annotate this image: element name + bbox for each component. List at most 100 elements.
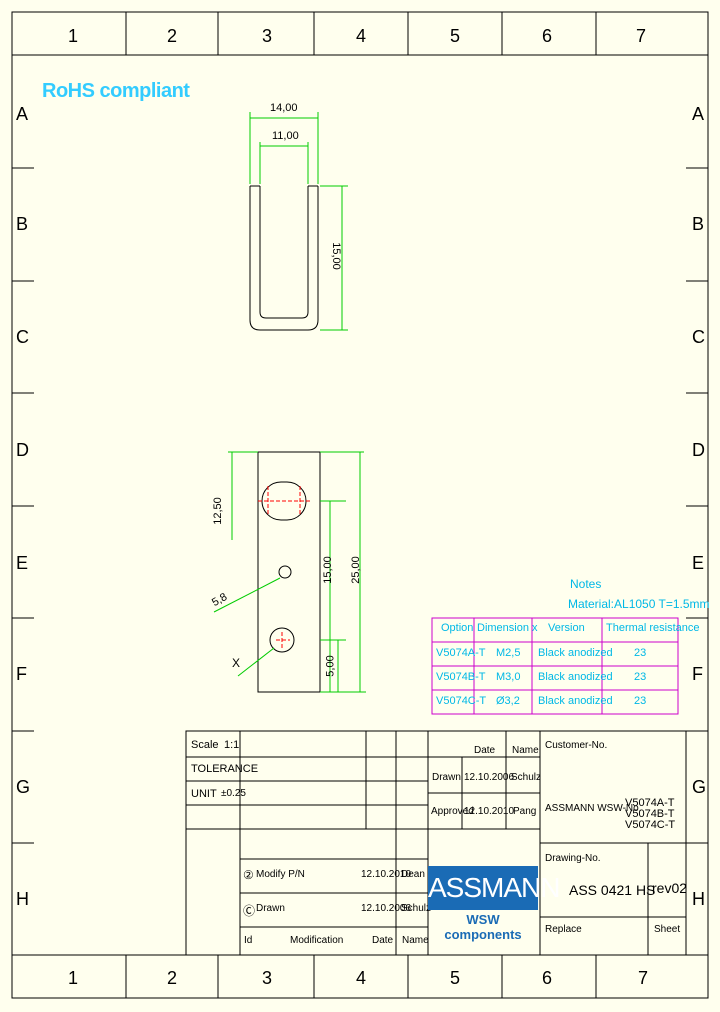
zone-row-left-c: C: [16, 327, 29, 347]
zone-row-right-g: G: [692, 777, 707, 797]
rev-row-2-text: Drawn: [256, 903, 285, 914]
option-row-1-dimension: M2,5: [496, 647, 521, 659]
dim-height: 15,00: [329, 242, 342, 270]
unit-label: UNIT: [191, 788, 217, 800]
customer-no-label: Customer-No.: [545, 740, 608, 751]
rev-row-2-date: 12.10.2006: [361, 903, 412, 914]
zone-col-top-5: 5: [450, 26, 461, 46]
front-view-part: [257, 451, 321, 693]
dim-bottom-offset: 5,00: [324, 655, 337, 677]
option-header-version: Version: [548, 622, 585, 634]
rev-header-modification: Modification: [290, 935, 344, 946]
zone-row-left-h: H: [16, 889, 29, 909]
option-row-1-version: Black anodized: [538, 647, 613, 659]
zone-row-right-e: E: [692, 553, 705, 573]
zone-col-top-1: 1: [68, 26, 79, 46]
zone-col-top-4: 4: [356, 26, 367, 46]
zone-row-right-c: C: [692, 327, 705, 347]
zone-row-right-a: A: [692, 104, 705, 124]
option-row-1-option: V5074A-T: [436, 647, 486, 659]
zone-col-bottom-7: 7: [638, 968, 649, 988]
replace-label: Replace: [545, 924, 582, 935]
assmann-no-label: ASSMANN WSW-No.: [545, 803, 642, 814]
assmann-logo: ASSMANN WSW components: [428, 866, 560, 942]
zone-col-top-7: 7: [636, 26, 647, 46]
option-row-2-thermal: 23: [634, 671, 647, 683]
approved-label: Approved: [431, 806, 474, 817]
approved-date: 12.10.2010: [464, 806, 515, 817]
option-row-1-thermal: 23: [634, 647, 647, 659]
zone-row-left-a: A: [16, 104, 29, 124]
rev-header-date: Date: [372, 935, 394, 946]
zone-row-right-d: D: [692, 440, 705, 460]
rev-row-2-name: Schulz: [401, 903, 432, 914]
zone-row-left-f: F: [16, 664, 27, 684]
drawn-name: Schulz: [511, 772, 542, 783]
row-dividers: [12, 167, 708, 844]
drawing-no-label: Drawing-No.: [545, 853, 601, 864]
title-block-grid: [185, 730, 687, 956]
option-row-2-version: Black anodized: [538, 671, 613, 683]
option-header-option: Option: [441, 622, 474, 634]
rev-row-1-name: Dean: [401, 869, 425, 880]
logo-tagline: WSW components: [444, 912, 522, 942]
rev-header-id: Id: [244, 935, 253, 946]
rev-header-name: Name: [402, 935, 429, 946]
unit-value: ±0.25: [221, 788, 246, 799]
zone-col-bottom-3: 3: [262, 968, 273, 988]
dim-width-inner: 11,00: [272, 130, 299, 142]
column-dividers-top: [125, 12, 597, 55]
top-view-dimensions: [249, 112, 348, 331]
zone-row-left-b: B: [16, 214, 29, 234]
zone-col-top-6: 6: [542, 26, 553, 46]
notes-material: Material:AL1050 T=1.5mm: [568, 597, 710, 611]
rev-row-1-id: ②: [243, 868, 254, 882]
option-row-3-dimension: Ø3,2: [496, 695, 520, 707]
rev-row-1-text: Modify P/N: [256, 869, 305, 880]
revision: rev02: [652, 880, 688, 896]
rohs-label: RoHS compliant: [42, 80, 190, 102]
option-row-3-version: Black anodized: [538, 695, 613, 707]
top-view-part: [249, 185, 319, 331]
rev-row-1-date: 12.10.2010: [361, 869, 412, 880]
option-table-grid: [431, 617, 679, 715]
option-row-3-option: V5074C-T: [436, 695, 487, 707]
notes-title: Notes: [570, 577, 602, 591]
scale-label: Scale: [191, 739, 219, 751]
scale-value: 1:1: [224, 739, 240, 751]
zone-col-bottom-5: 5: [450, 968, 461, 988]
zone-row-left-e: E: [16, 553, 29, 573]
front-view-dimensions: [213, 451, 366, 693]
option-header-thermal: Thermal resistance: [606, 622, 700, 634]
dim-hole-spacing: 12,50: [211, 497, 224, 525]
sheet-label: Sheet: [654, 924, 681, 935]
option-row-2-option: V5074B-T: [436, 671, 486, 683]
drawn-date: 12.10.2006: [464, 772, 515, 783]
zone-col-bottom-6: 6: [542, 968, 553, 988]
zone-row-right-f: F: [692, 664, 703, 684]
zone-row-left-g: G: [16, 777, 31, 797]
zone-row-right-h: H: [692, 889, 705, 909]
part-number-2: V5074B-T: [625, 808, 675, 820]
dim-x-label: X: [232, 656, 241, 670]
dim-width-outer: 14,00: [270, 102, 298, 114]
part-number-3: V5074C-T: [625, 819, 676, 831]
option-header-dimension: Dimension x: [477, 622, 538, 634]
zone-col-bottom-2: 2: [167, 968, 178, 988]
rev-row-2-id: Ⓒ: [243, 904, 256, 918]
approved-name: Pang: [513, 806, 537, 817]
option-row-3-thermal: 23: [634, 695, 647, 707]
option-row-2-dimension: M3,0: [496, 671, 521, 683]
part-number-1: V5074A-T: [625, 797, 675, 809]
zone-col-bottom-1: 1: [68, 968, 79, 988]
zone-row-right-b: B: [692, 214, 705, 234]
dim-height-total: 25,00: [349, 556, 362, 584]
date-header: Date: [474, 745, 496, 756]
logo-wordmark: ASSMANN: [428, 866, 560, 910]
dim-height-inner: 15,00: [321, 556, 334, 584]
zone-col-top-2: 2: [167, 26, 178, 46]
tolerance-label: TOLERANCE: [191, 763, 259, 775]
drawn-label: Drawn: [432, 772, 461, 783]
zone-row-left-d: D: [16, 440, 29, 460]
